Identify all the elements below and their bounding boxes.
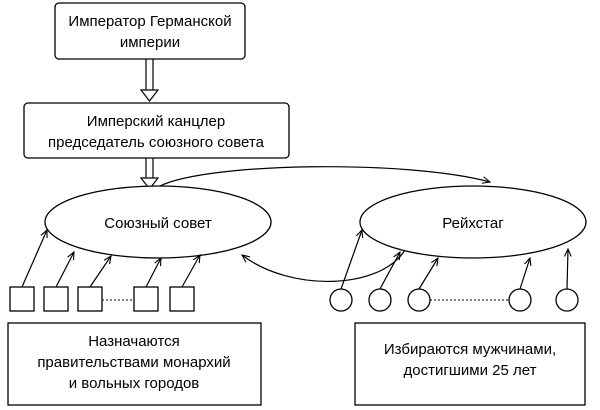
representative-square bbox=[169, 286, 195, 312]
representative-square bbox=[133, 286, 159, 312]
emperor-box: Император Германской империи bbox=[54, 2, 246, 60]
chancellor-title-line1: Имперский канцлер bbox=[87, 113, 225, 130]
elected-note-line1: Избираются мужчинами, bbox=[384, 341, 556, 358]
council-to-reichstag-arc bbox=[159, 166, 490, 187]
appointed-note-box: Назначаются правительствами монархий и в… bbox=[7, 322, 262, 406]
voter-circle bbox=[508, 288, 532, 312]
appointed-note-line3: и вольных городов bbox=[69, 375, 200, 392]
voter-circle bbox=[368, 288, 392, 312]
reichstag-label: Рейхстаг bbox=[442, 215, 504, 232]
representative-square bbox=[9, 286, 35, 312]
reichstag-to-council-arrow bbox=[242, 249, 406, 283]
voters bbox=[329, 288, 579, 312]
emperor-title-line2: империи bbox=[120, 34, 180, 51]
voter-circle bbox=[555, 288, 579, 312]
appointed-note-line2: правительствами монархий bbox=[37, 354, 230, 371]
representative-square bbox=[77, 286, 103, 312]
chancellor-box: Имперский канцлер председатель союзного … bbox=[23, 102, 290, 159]
voter-circle bbox=[329, 288, 353, 312]
chancellor-to-council-arrow bbox=[139, 158, 160, 190]
chancellor-title-line2: председатель союзного совета bbox=[48, 134, 265, 151]
elected-note-line2: достигшими 25 лет bbox=[404, 362, 537, 379]
appointment-arrows bbox=[21, 230, 200, 288]
federal-council-ellipse: Союзный совет bbox=[44, 185, 272, 259]
representative-square bbox=[43, 286, 69, 312]
voter-circle bbox=[407, 288, 431, 312]
reichstag-ellipse: Рейхстаг bbox=[359, 185, 587, 259]
emperor-to-chancellor-arrow bbox=[139, 59, 160, 102]
emperor-title-line1: Император Германской bbox=[68, 13, 231, 30]
appointed-representatives bbox=[9, 286, 195, 312]
elected-note-box: Избираются мужчинами, достигшими 25 лет bbox=[354, 322, 586, 406]
election-arrows bbox=[340, 230, 568, 290]
federal-council-label: Союзный совет bbox=[104, 215, 212, 232]
appointed-note-line1: Назначаются bbox=[88, 333, 180, 350]
